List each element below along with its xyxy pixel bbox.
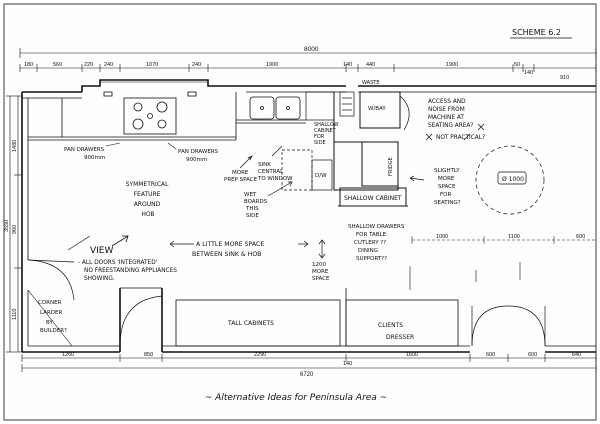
top-dim-140: 140 (343, 62, 352, 68)
hob-wall-notch (103, 91, 197, 97)
top-segment-dimensions: 180 560 220 240 1070 240 1900 140 440 19… (19, 62, 597, 81)
top-dim-560: 560 (53, 62, 62, 68)
bottom-dim-140: 140 (343, 361, 352, 367)
top-overall-label: 8000 (304, 46, 319, 53)
top-dim-240: 240 (104, 62, 113, 68)
waste-label: WASTE (362, 80, 379, 86)
bottom-dim-640: 640 (572, 352, 581, 358)
top-dim-50: 50 (514, 62, 520, 68)
fridge-label: FRIDGE (388, 157, 394, 176)
wet-board-label: WET BOARDS THIS SIDE (244, 192, 269, 219)
all-doors-note: - ALL DOORS 'INTEGRATED' NO FREESTANDING… (78, 260, 179, 282)
tall-cabinets-label: TALL CABINETS (227, 320, 274, 327)
washing-bay-door (399, 95, 410, 131)
little-more-space-arrow (169, 240, 309, 248)
shallow-cabinet-tiles-label: SHALLOW CABINET FOR SIDE (314, 122, 340, 146)
bottom-dim-2290: 2290 (254, 352, 266, 358)
table-size-label: Ø 1000 (502, 176, 524, 183)
symmetrical-feature-label: SYMMETRICAL FEATURE AROUND HOB (126, 181, 171, 218)
top-dim-1070: 1070 (146, 62, 158, 68)
double-doors (471, 305, 546, 347)
shallow-drawers-note: SHALLOW DRAWERS FOR TABLE CUTLERY ?? DIN… (348, 224, 406, 262)
tall-cabinets-unit (175, 299, 341, 347)
bottom-left-door (119, 295, 163, 347)
cooker-hob (123, 97, 177, 135)
little-more-space-note: A LITTLE MORE SPACE BETWEEN SINK & HOB (192, 241, 266, 258)
more-prep-label: MORE PREP SPACE (224, 170, 258, 183)
dishwasher-zone (281, 91, 335, 191)
bottom-dim-600a: 600 (486, 352, 495, 358)
top-dim-910: 910 (560, 75, 569, 81)
annotation-arrows (67, 133, 471, 259)
bottom-overall-dimension: 6720 (21, 364, 597, 378)
clients-dresser-label: CLIENTS DRESSER (378, 322, 414, 341)
view-label: VIEW (90, 246, 113, 256)
bottom-dim-600b: 600 (528, 352, 537, 358)
view-arrow (111, 235, 129, 247)
dw-label: D/W (315, 173, 327, 179)
top-dim-440: 440 (366, 62, 375, 68)
top-dim-240b: 240 (192, 62, 201, 68)
top-dim-180: 180 (24, 62, 33, 68)
right-dim-1100: 1100 (508, 234, 520, 240)
left-dimensions: 1480 960 3550 1110 (4, 95, 22, 353)
corner-larder-note: CORNER LARDER BY BUILDER? (38, 300, 67, 334)
left-dim-1480: 1480 (12, 140, 18, 152)
dining-table (475, 145, 545, 215)
top-dim-1900: 1900 (266, 62, 278, 68)
scheme-label: SCHEME 6.2 (512, 28, 561, 37)
dresser-unit (345, 299, 459, 347)
cross-marks (425, 123, 485, 141)
top-dim-1900b: 1900 (446, 62, 458, 68)
pan-drawers-left-label: PAN DRAWERS 900mm (64, 147, 106, 161)
access-noise-note: ACCESS AND NOISE FROM MACHINE AT SEATING… (428, 99, 485, 141)
top-dim-140b: 140 (524, 70, 533, 76)
double-sink (249, 96, 301, 120)
left-dim-3550: 3550 (4, 220, 10, 232)
wbay-label: W/BAY (368, 106, 386, 112)
right-dimension-line (411, 236, 596, 244)
shallow-cabinet-label: SHALLOW CABINET (344, 195, 402, 202)
bottom-overall-label: 6720 (300, 372, 314, 378)
more-space-1200-note: 1200 MORE SPACE (312, 262, 330, 282)
walls (21, 79, 596, 353)
table-size-label-box (497, 171, 527, 185)
pan-drawers-right-label: PAN DRAWERS 900mm (178, 149, 220, 163)
slightly-more-note: SLIGHTLY MORE SPACE FOR SEATING? (434, 168, 461, 206)
right-dim-600: 600 (576, 234, 585, 240)
bottom-dim-1260: 1260 (62, 352, 74, 358)
sheet-caption: ~ Alternative Ideas for Peninsula Area ~ (205, 393, 387, 403)
seating-hints (409, 262, 521, 290)
bottom-segment-dimensions: 1260 850 2290 1600 600 600 640 140 (21, 352, 597, 367)
left-dim-960: 960 (12, 225, 18, 234)
corner-larder-outline (27, 289, 73, 347)
sheet-border (3, 3, 597, 421)
bottom-dim-850: 850 (144, 352, 153, 358)
top-overall-dimension: 8000 (19, 46, 597, 58)
hob-run-counter (28, 92, 237, 141)
bin-unit (339, 91, 355, 117)
left-door (27, 259, 75, 301)
right-dim-1000: 1000 (436, 234, 448, 240)
pan-drawer-arrows (105, 142, 177, 150)
sink-central-label: SINK CENTRAL TO WINDOW (257, 162, 293, 182)
peninsula-unit (333, 91, 408, 207)
left-dim-1110: 1110 (12, 309, 18, 320)
bottom-dim-1600: 1600 (406, 352, 418, 358)
sink-counter (236, 119, 306, 124)
top-dim-220: 220 (84, 62, 93, 68)
